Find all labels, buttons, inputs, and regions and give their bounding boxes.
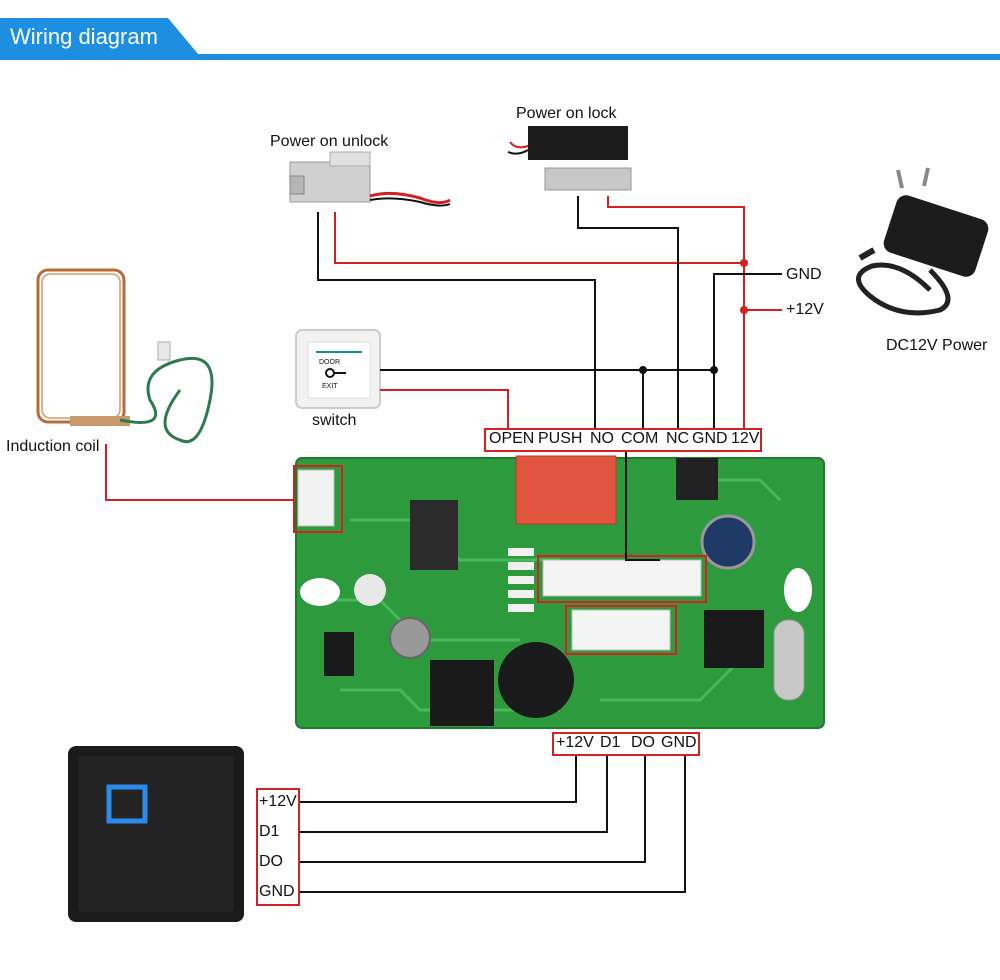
power-on-lock-label: Power on lock	[516, 105, 617, 122]
bottom-terminal-do: DO	[631, 734, 655, 751]
terminal-nc: NC	[666, 430, 690, 447]
terminal-no: NO	[590, 430, 614, 447]
card-reader	[68, 746, 244, 922]
gnd-label: GND	[786, 266, 822, 283]
dc12v-power-adapter	[856, 167, 989, 316]
switch-label: switch	[312, 412, 357, 429]
junction-dots	[639, 259, 748, 374]
bottom-terminal-block	[552, 732, 700, 756]
exit-switch	[295, 329, 381, 409]
power-on-lock-magnet	[507, 126, 632, 191]
top-terminal-block	[484, 428, 762, 452]
reader-terminal-block	[256, 788, 300, 906]
bottom-terminal-12v: +12V	[556, 734, 594, 751]
bottom-terminal-d1: D1	[600, 734, 621, 751]
terminal-open: OPEN	[489, 430, 535, 447]
controller-pcb	[295, 455, 825, 729]
induction-coil	[36, 268, 214, 443]
terminal-gnd: GND	[692, 430, 728, 447]
induction-coil-label: Induction coil	[6, 438, 100, 455]
terminal-push: PUSH	[538, 430, 583, 447]
dc12v-power-label: DC12V Power	[886, 337, 988, 354]
terminal-12v: 12V	[731, 430, 760, 447]
pcb-highlight-boxes	[293, 465, 707, 655]
reader-terminal-gnd: GND	[259, 883, 295, 900]
page-title: Wiring diagram	[10, 24, 158, 49]
header-banner	[0, 18, 1000, 60]
reader-terminal-d1: D1	[259, 823, 280, 840]
terminal-com: COM	[621, 430, 659, 447]
switch-exit-text: EXIT	[322, 383, 338, 390]
reader-terminal-do: DO	[259, 853, 283, 870]
reader-terminal-12v: +12V	[259, 793, 297, 810]
switch-door-text: DOOR	[319, 359, 340, 366]
power-on-unlock-lock	[289, 151, 451, 207]
power-on-unlock-label: Power on unlock	[270, 133, 389, 150]
bottom-terminal-gnd: GND	[661, 734, 697, 751]
plus12v-label: +12V	[786, 301, 824, 318]
